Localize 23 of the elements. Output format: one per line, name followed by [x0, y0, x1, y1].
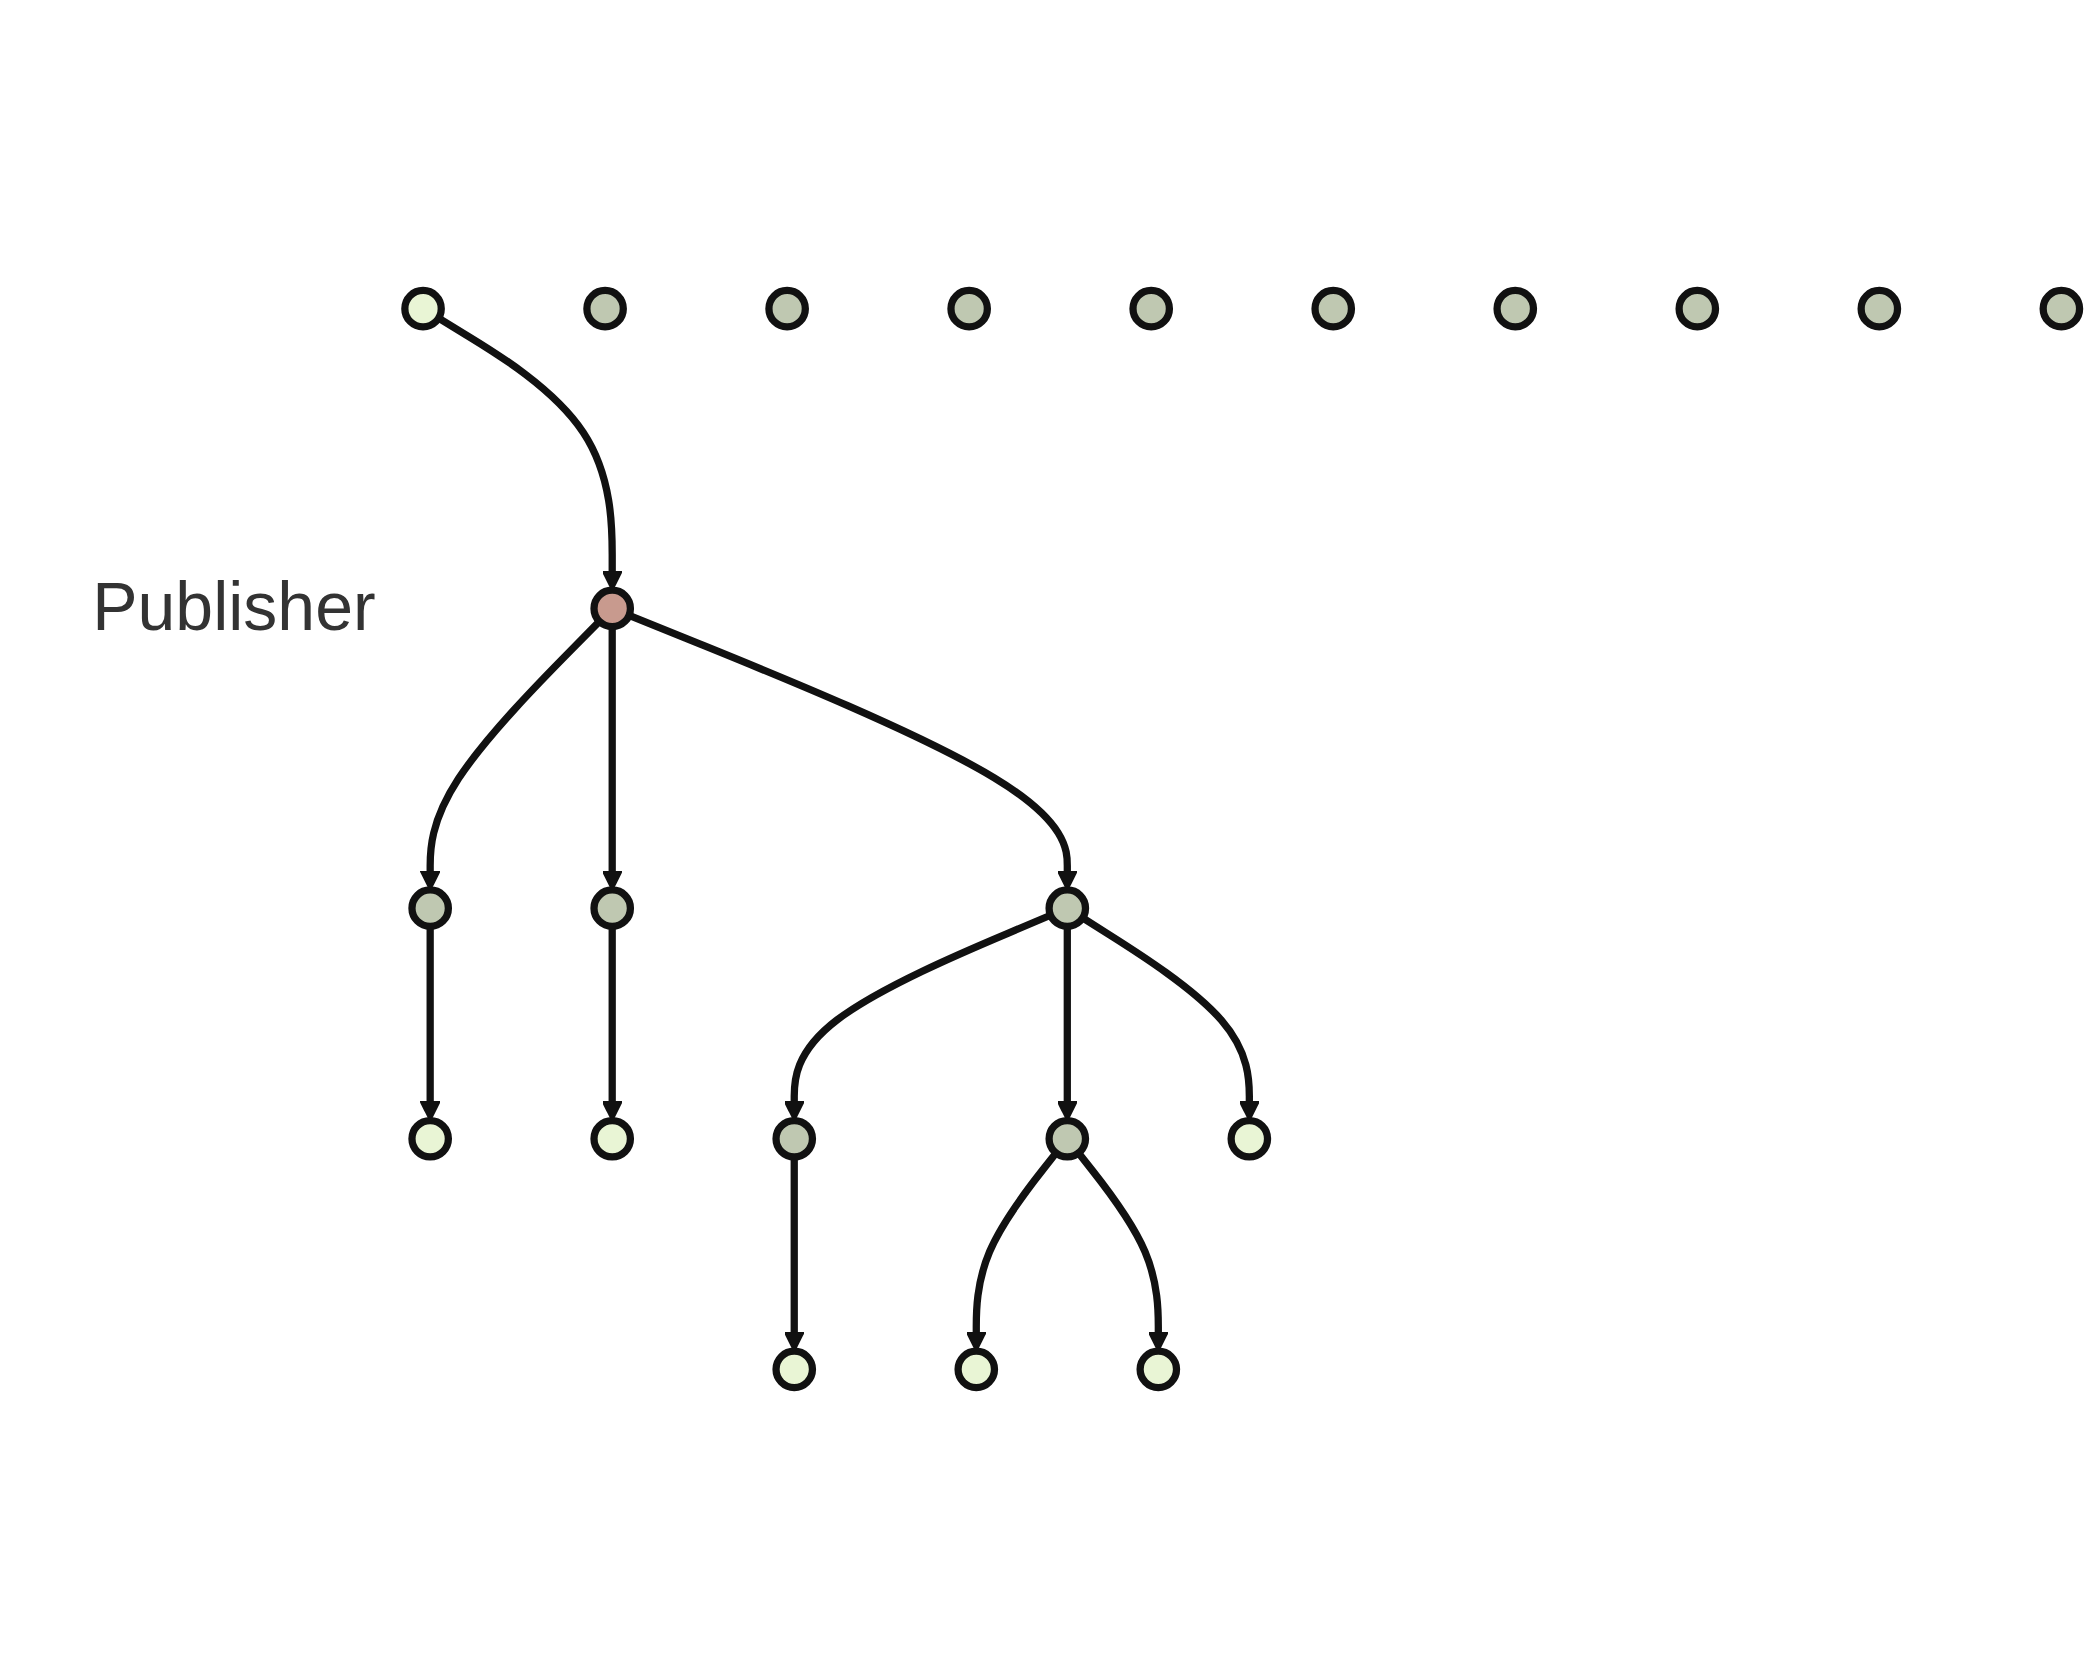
node-circle [590, 886, 635, 930]
node-circle [1227, 1116, 1272, 1161]
node-circle [590, 1116, 635, 1161]
node-circle [1857, 286, 1902, 331]
node-circle [772, 1347, 817, 1392]
node-circle [2039, 286, 2084, 331]
node-label: Publisher [92, 569, 376, 645]
node-circle [1129, 286, 1174, 331]
node-circle [1045, 886, 1090, 930]
node-circle [1493, 286, 1538, 331]
node-circle [954, 1347, 999, 1392]
node-circle [583, 286, 627, 331]
node-circle [408, 1116, 452, 1161]
node-circle [1045, 1116, 1090, 1161]
node-circle [772, 1116, 817, 1161]
node-circle [947, 286, 991, 331]
node-circle [1675, 286, 1720, 331]
node-circle [408, 886, 452, 930]
node-circle [401, 286, 445, 331]
node-circle [590, 586, 635, 631]
node-circle [765, 286, 809, 331]
node-circle [1136, 1347, 1181, 1392]
node-circle [1311, 286, 1356, 331]
